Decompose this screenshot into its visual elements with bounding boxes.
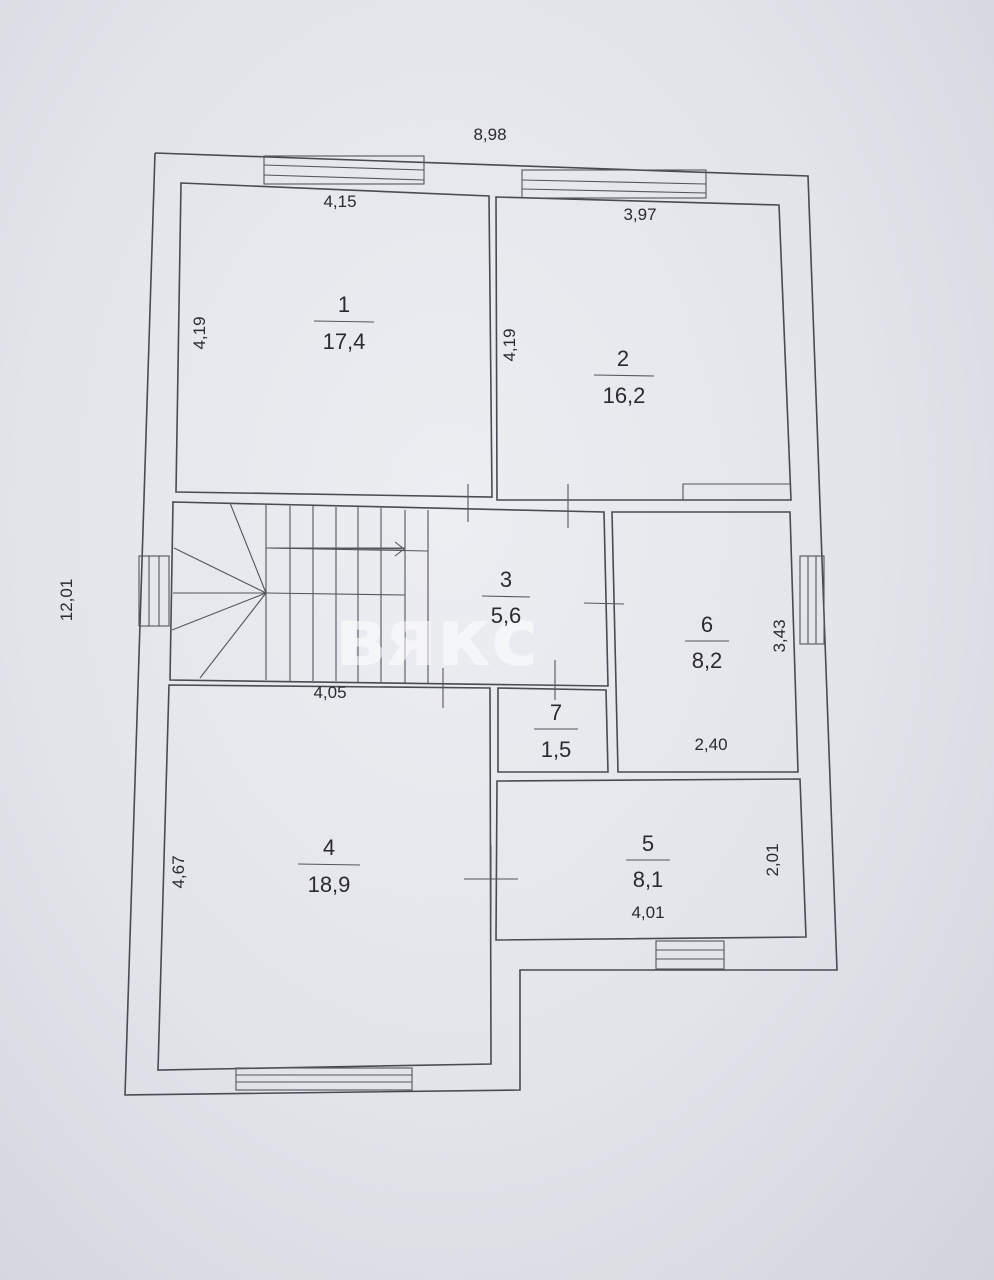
window-room-5 bbox=[655, 940, 725, 970]
window-top-left bbox=[263, 155, 425, 185]
room-3-number: 3 bbox=[500, 567, 512, 592]
room-1-number: 1 bbox=[338, 292, 350, 317]
room-6-outline bbox=[611, 511, 799, 773]
room-5-number: 5 bbox=[642, 831, 654, 856]
room-2-outline bbox=[495, 196, 792, 501]
room-6-height-dim: 3,43 bbox=[770, 619, 789, 652]
staircase bbox=[171, 502, 429, 683]
door-marks bbox=[442, 484, 625, 915]
room-2-area: 16,2 bbox=[603, 383, 646, 408]
room-4-outline bbox=[157, 684, 492, 1071]
room-7-number: 7 bbox=[550, 700, 562, 725]
overall-width-label: 8,98 bbox=[473, 125, 506, 144]
room-4-height-dim: 4,67 bbox=[169, 855, 188, 888]
window-left bbox=[138, 555, 170, 627]
watermark: вякс bbox=[335, 591, 539, 684]
room-5-height-dim: 2,01 bbox=[763, 843, 782, 876]
room-7-outline bbox=[497, 687, 609, 773]
window-top-right bbox=[521, 169, 707, 199]
room-2-height-dim: 4,19 bbox=[500, 328, 519, 361]
room-6-number: 6 bbox=[701, 612, 713, 637]
room-5-width-dim: 4,01 bbox=[631, 903, 664, 922]
room-1-width-dim: 4,15 bbox=[323, 192, 356, 211]
room-5-area: 8,1 bbox=[633, 867, 664, 892]
room-2-fraction-bar bbox=[593, 374, 655, 377]
room-1-area: 17,4 bbox=[323, 329, 366, 354]
room-2-closet-line bbox=[682, 483, 790, 500]
room-3-outline bbox=[169, 501, 609, 687]
windows bbox=[138, 155, 825, 1091]
room-2-width-dim: 3,97 bbox=[623, 205, 656, 224]
room-3-fraction-bar bbox=[481, 595, 531, 598]
room-6-width-dim: 2,40 bbox=[694, 735, 727, 754]
window-right bbox=[799, 555, 825, 645]
room-4-area: 18,9 bbox=[308, 872, 351, 897]
room-2-number: 2 bbox=[617, 346, 629, 371]
room-5-outline bbox=[495, 778, 807, 941]
room-6-area: 8,2 bbox=[692, 648, 723, 673]
room-4-width-dim: 4,05 bbox=[313, 683, 346, 702]
outer-wall bbox=[124, 152, 838, 1096]
room-1-outline bbox=[175, 182, 493, 498]
room-1-height-dim: 4,19 bbox=[190, 316, 209, 349]
room-1-fraction-bar bbox=[313, 320, 375, 323]
room-7-area: 1,5 bbox=[541, 737, 572, 762]
overall-height-label: 12,01 bbox=[57, 579, 76, 622]
room-4-number: 4 bbox=[323, 835, 335, 860]
window-bottom bbox=[235, 1067, 413, 1091]
room-4-fraction-bar bbox=[297, 863, 361, 866]
room-3-area: 5,6 bbox=[491, 603, 522, 628]
